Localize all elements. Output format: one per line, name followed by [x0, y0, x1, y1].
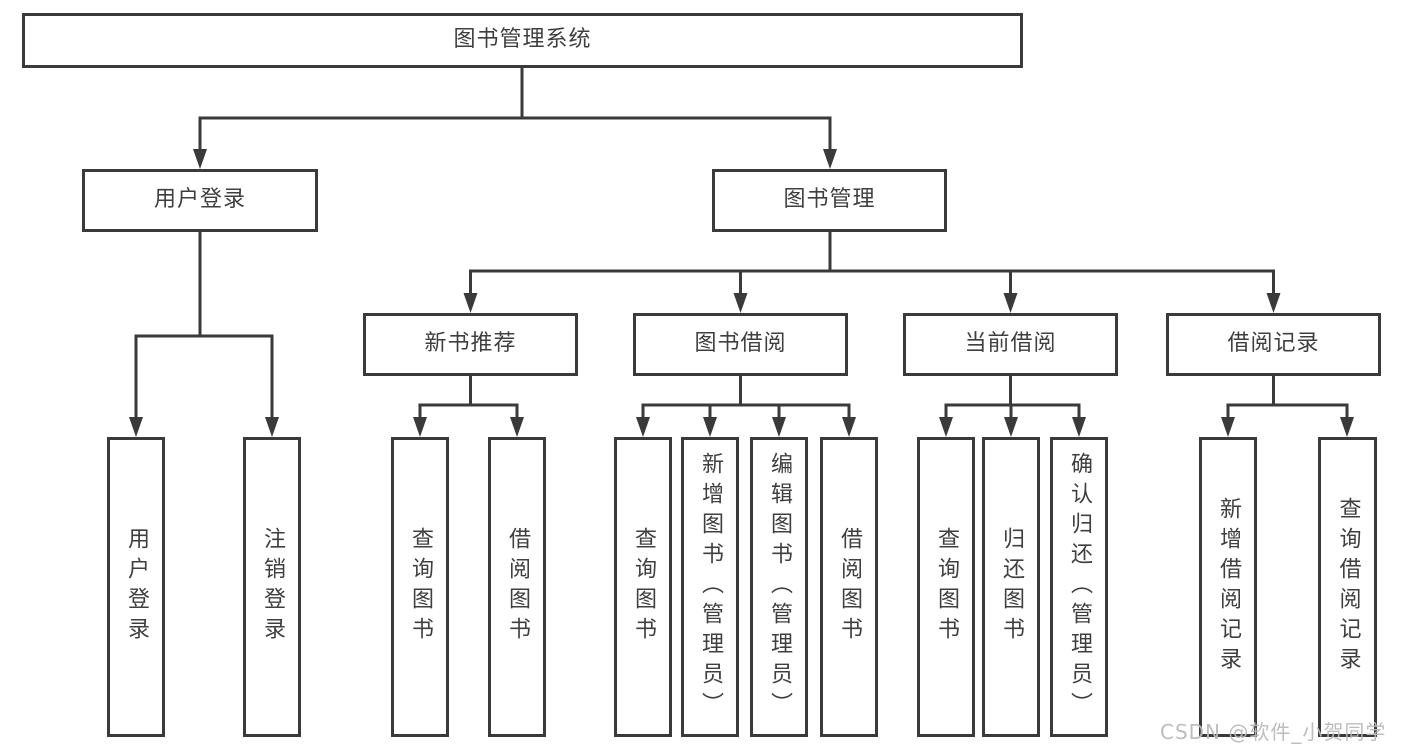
node-leaf-add-book-admin: 新增图书（管理员）	[681, 437, 739, 737]
node-leaf-query-borrow-record: 查询借阅记录	[1318, 437, 1377, 737]
connector-book-borrow-to-children	[636, 376, 856, 437]
connector-book-management-to-level3	[463, 232, 1281, 313]
node-user-login-module: 用户登录	[82, 169, 318, 232]
csdn-watermark: CSDN @软件_小贺同学	[1160, 720, 1387, 744]
arrowhead-down-icon	[463, 293, 478, 313]
node-book-management-module: 图书管理	[712, 169, 947, 232]
node-leaf-logout: 注销登录	[243, 437, 301, 737]
arrowhead-down-icon	[193, 149, 207, 169]
node-book-borrow: 图书借阅	[633, 313, 848, 376]
node-leaf-query-books-current: 查询图书	[917, 437, 975, 737]
arrowhead-down-icon	[1003, 293, 1018, 313]
connector-line	[944, 376, 1081, 418]
node-leaf-borrow-books: 借阅图书	[820, 437, 878, 737]
arrowhead-down-icon	[129, 417, 143, 437]
connector-line	[641, 376, 851, 418]
node-leaf-user-login: 用户登录	[107, 437, 165, 737]
node-borrow-records: 借阅记录	[1166, 313, 1381, 376]
node-leaf-edit-book-admin: 编辑图书（管理员）	[750, 437, 808, 737]
node-current-borrow: 当前借阅	[903, 313, 1118, 376]
arrowhead-down-icon	[772, 417, 786, 437]
node-leaf-query-books-borrow: 查询图书	[614, 437, 672, 737]
connector-line	[134, 232, 274, 418]
node-leaf-return-book: 归还图书	[982, 437, 1040, 737]
node-leaf-add-borrow-record: 新增借阅记录	[1199, 437, 1257, 737]
connector-user-login-to-children	[129, 232, 279, 437]
arrowhead-down-icon	[636, 417, 650, 437]
connector-new-book-recommend-to-children	[413, 376, 524, 437]
arrowhead-down-icon	[823, 149, 837, 169]
arrowhead-down-icon	[1221, 417, 1235, 437]
connector-borrow-records-to-children	[1221, 376, 1354, 437]
arrowhead-down-icon	[510, 417, 524, 437]
arrowhead-down-icon	[1072, 417, 1086, 437]
connector-line	[198, 68, 832, 150]
connector-current-borrow-to-children	[939, 376, 1086, 437]
node-new-book-recommend: 新书推荐	[363, 313, 578, 376]
node-root-library-system: 图书管理系统	[22, 13, 1023, 68]
connector-line	[418, 376, 519, 418]
connector-root-to-level2	[193, 68, 837, 169]
connector-line	[1226, 376, 1349, 418]
node-leaf-query-books-recommend: 查询图书	[391, 437, 449, 737]
arrowhead-down-icon	[265, 417, 279, 437]
connector-line	[469, 232, 1275, 293]
node-leaf-borrow-books-recommend: 借阅图书	[488, 437, 546, 737]
arrowhead-down-icon	[733, 293, 748, 313]
arrowhead-down-icon	[413, 417, 427, 437]
arrowhead-down-icon	[842, 417, 856, 437]
node-leaf-confirm-return-admin: 确认归还（管理员）	[1050, 437, 1108, 737]
arrowhead-down-icon	[703, 417, 717, 437]
arrowhead-down-icon	[1266, 293, 1281, 313]
arrowhead-down-icon	[1340, 417, 1354, 437]
arrowhead-down-icon	[939, 417, 953, 437]
arrowhead-down-icon	[1004, 417, 1018, 437]
